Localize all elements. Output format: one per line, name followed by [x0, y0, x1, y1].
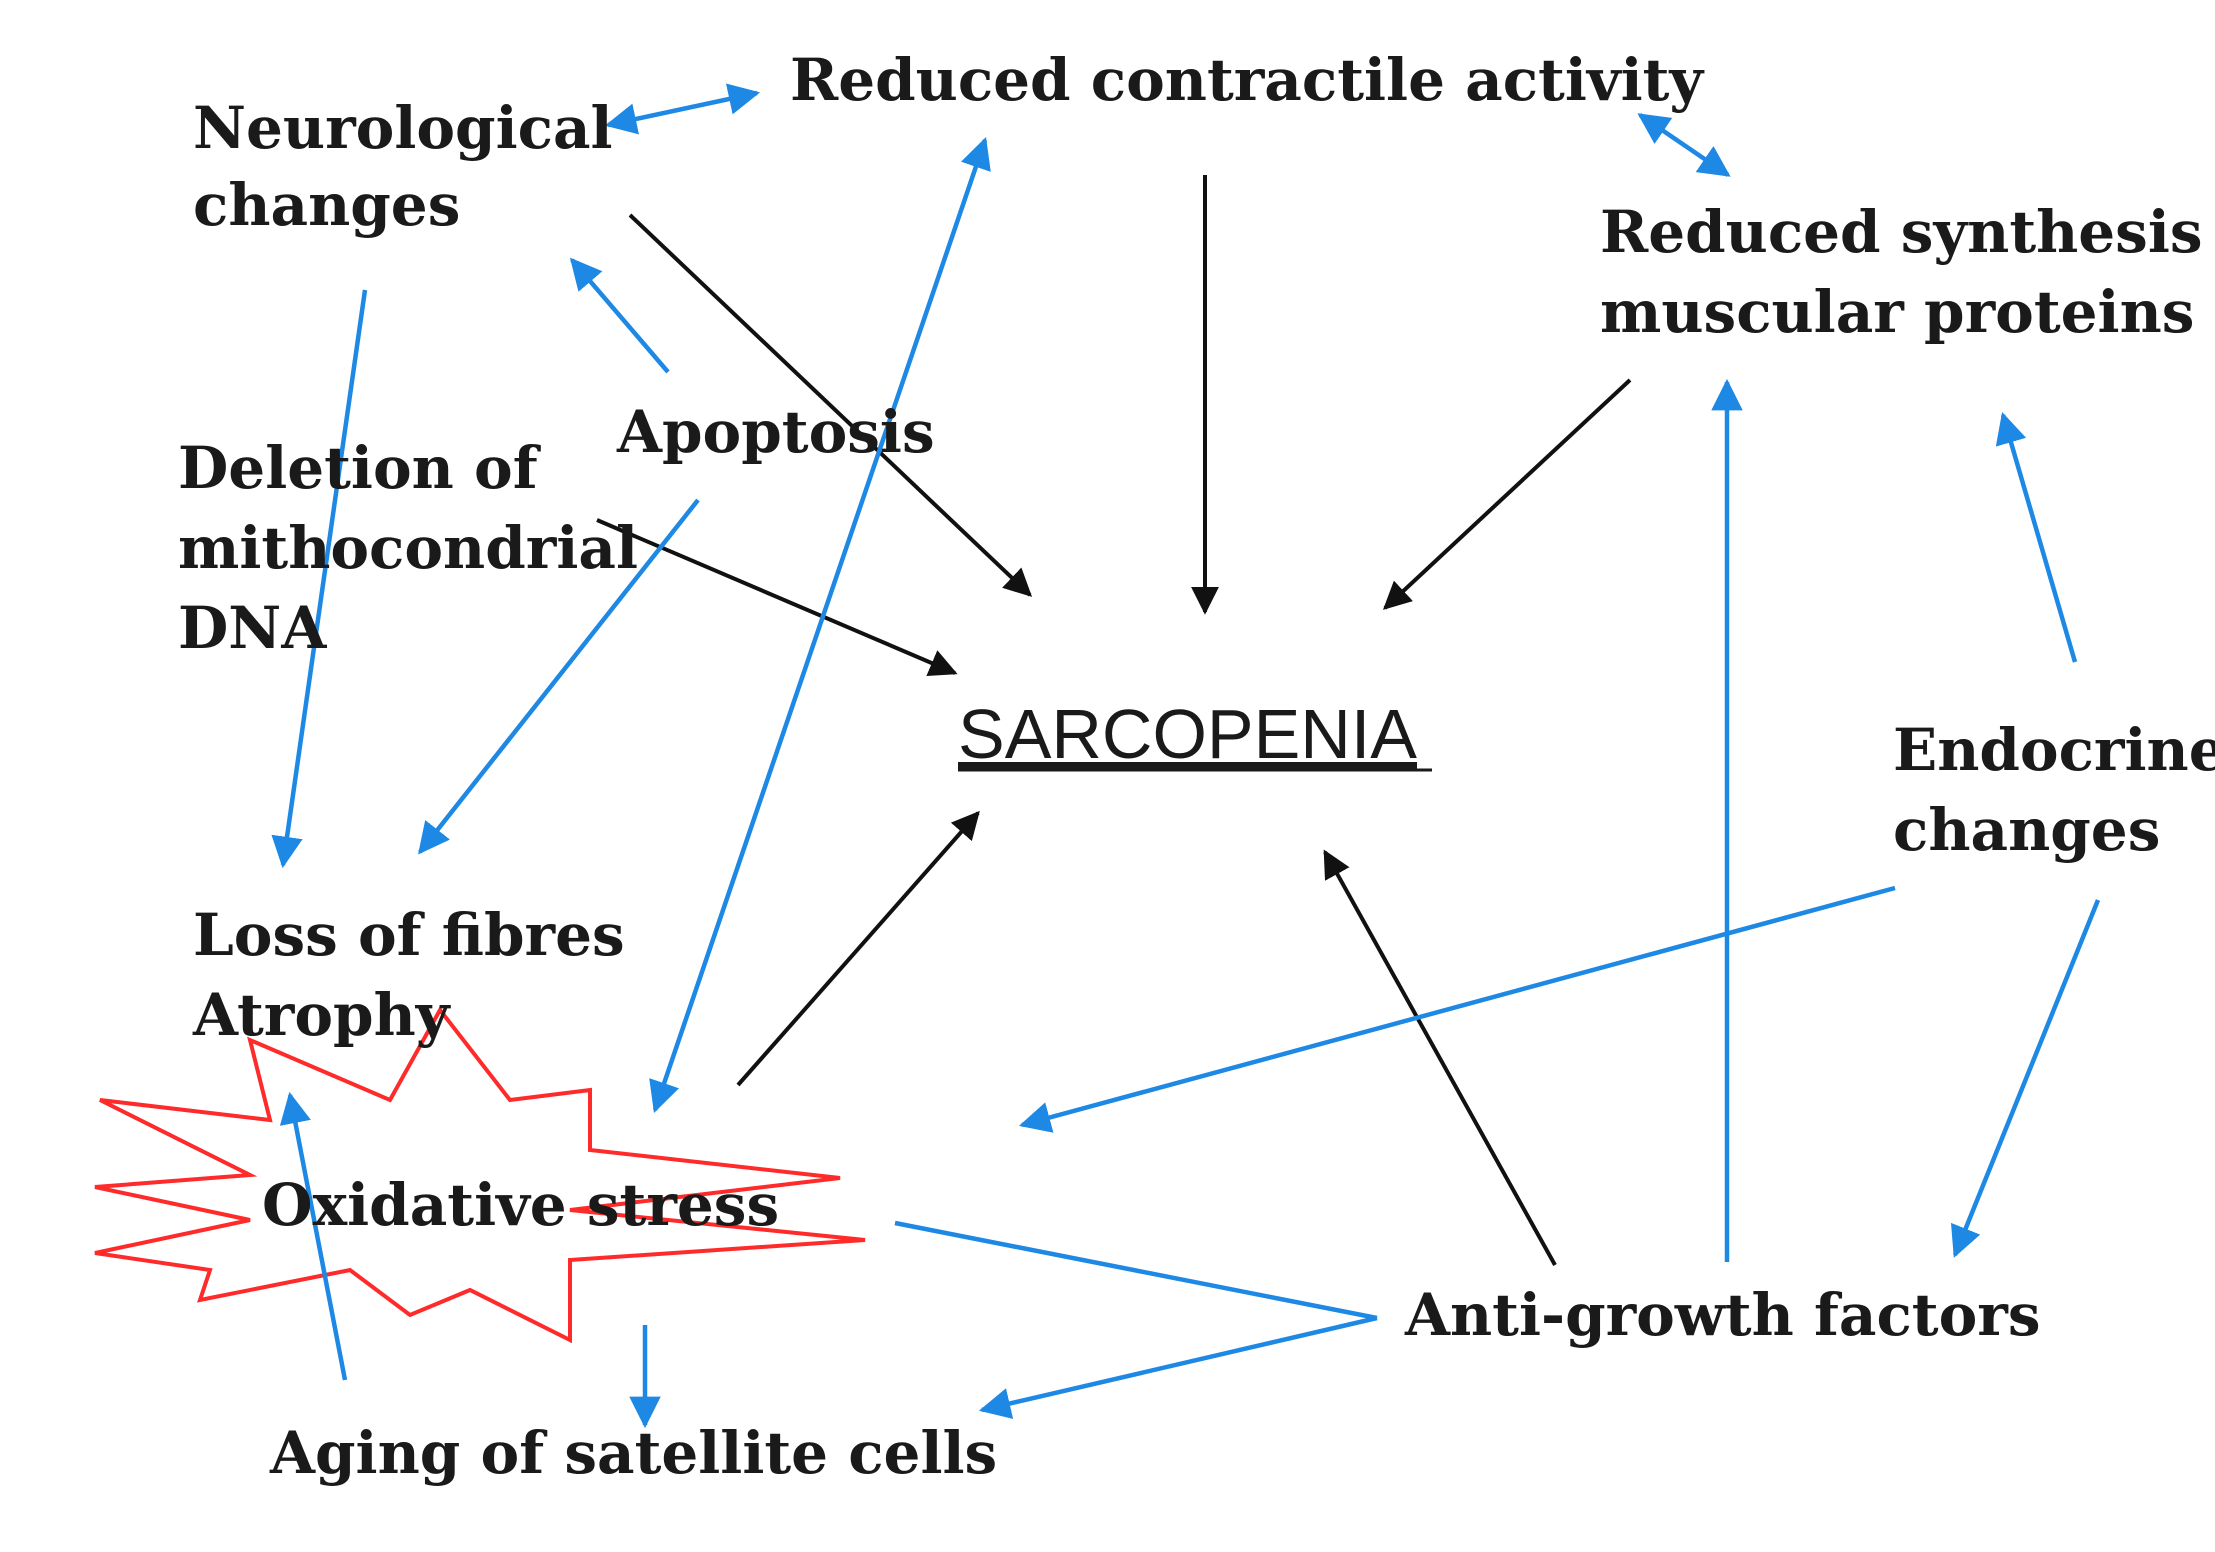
node-sarcopenia: SARCOPENIA: [958, 695, 1417, 773]
arrow-endocrine-to-antigrowth: [1950, 899, 2101, 1258]
node-apoptosis: Apoptosis: [616, 398, 935, 466]
node-loss-of-fibres-atrophy: Loss of fibres Atrophy: [192, 901, 645, 1049]
node-line: Apoptosis: [616, 398, 935, 466]
node-reduced-contractile-activity: Reduced contractile activity: [790, 46, 1705, 114]
node-line: Aging of satellite cells: [269, 1419, 997, 1487]
arrow-endocrine-to-synthesis: [1995, 411, 2078, 663]
node-anti-growth-factors: Anti-growth factors: [1404, 1281, 2040, 1349]
node-deletion-mitochondrial-dna: Deletion of mithocondrial DNA: [178, 434, 658, 662]
node-line: Deletion of: [178, 434, 542, 502]
arrow-neurological-contractile: [604, 83, 761, 135]
arrow-oxidative-to-sarcopenia: [736, 810, 980, 1087]
arrow-antigrowth-to-aging-satellite: [978, 1315, 1378, 1419]
arrow-synthesis-to-sarcopenia: [1382, 378, 1632, 610]
node-endocrine-changes: Endocrine changes: [1893, 716, 2215, 864]
arrow-aging-satellite-to-loss-fibres: [279, 1091, 348, 1381]
arrow-oxidative-contractile: [649, 137, 991, 1113]
arrow-neurological-to-loss-fibres: [271, 289, 368, 869]
arrow-antigrowth-to-sarcopenia: [1323, 849, 1557, 1266]
node-line: Atrophy: [192, 981, 452, 1049]
node-line: Anti-growth factors: [1404, 1281, 2040, 1349]
arrow-endocrine-to-sarcopenia-zone: [1018, 885, 1896, 1133]
arrow-contractile-synthesis: [1637, 113, 1731, 177]
node-neurological-changes: Neurological changes: [193, 94, 633, 239]
node-line: Neurological: [193, 94, 613, 162]
node-line: muscular proteins: [1600, 278, 2194, 346]
node-oxidative-stress: Oxidative stress: [262, 1171, 779, 1239]
arrow-apoptosis-to-neurological: [569, 257, 670, 374]
node-line: Reduced contractile activity: [790, 46, 1705, 114]
node-line: Endocrine: [1893, 716, 2215, 784]
node-reduced-synthesis: Reduced synthesis of muscular proteins: [1600, 198, 2215, 346]
node-line: mithocondrial: [178, 514, 638, 582]
node-line: DNA: [178, 594, 327, 662]
node-aging-of-satellite-cells: Aging of satellite cells: [269, 1419, 997, 1487]
node-line: Reduced synthesis of: [1600, 198, 2215, 266]
arrow-antigrowth-oxidative: [894, 1220, 1378, 1321]
node-line: Oxidative stress: [262, 1171, 779, 1239]
node-line: Loss of fibres: [193, 901, 625, 969]
node-line: changes: [1893, 796, 2160, 864]
node-line: changes: [193, 171, 460, 239]
